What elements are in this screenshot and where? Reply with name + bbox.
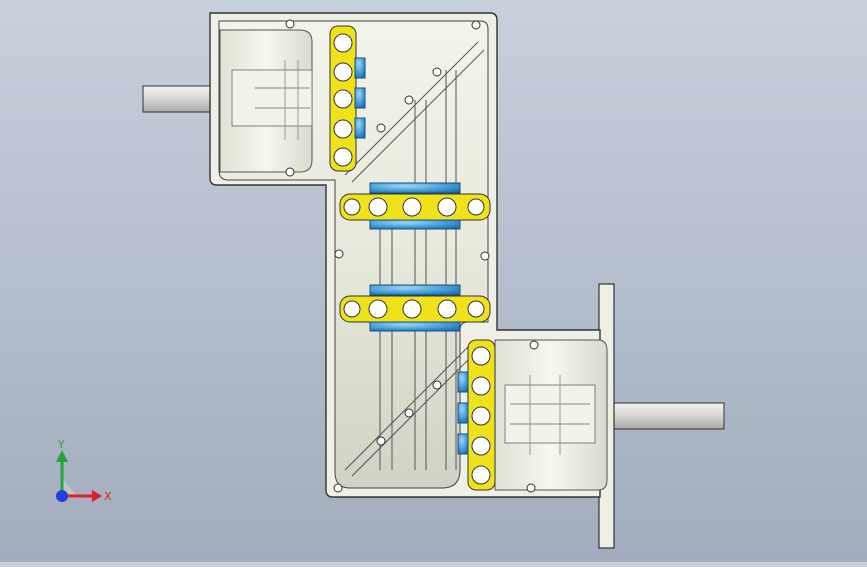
output-bearing-housing [494,339,608,491]
x-axis-label: X [104,490,112,503]
y-arrowhead-icon [56,450,68,462]
output-gear[interactable] [457,339,496,491]
y-axis-label: Y [57,438,65,451]
x-arrowhead-icon [92,490,102,502]
z-axis-dot [56,490,68,502]
coordinate-triad: Y X [40,438,120,510]
intermediate-gear-upper[interactable] [339,182,491,230]
intermediate-gear-lower[interactable] [339,284,491,332]
input-gear[interactable] [329,25,366,172]
bolt-holes [285,19,539,493]
input-bearing-housing [219,29,313,173]
